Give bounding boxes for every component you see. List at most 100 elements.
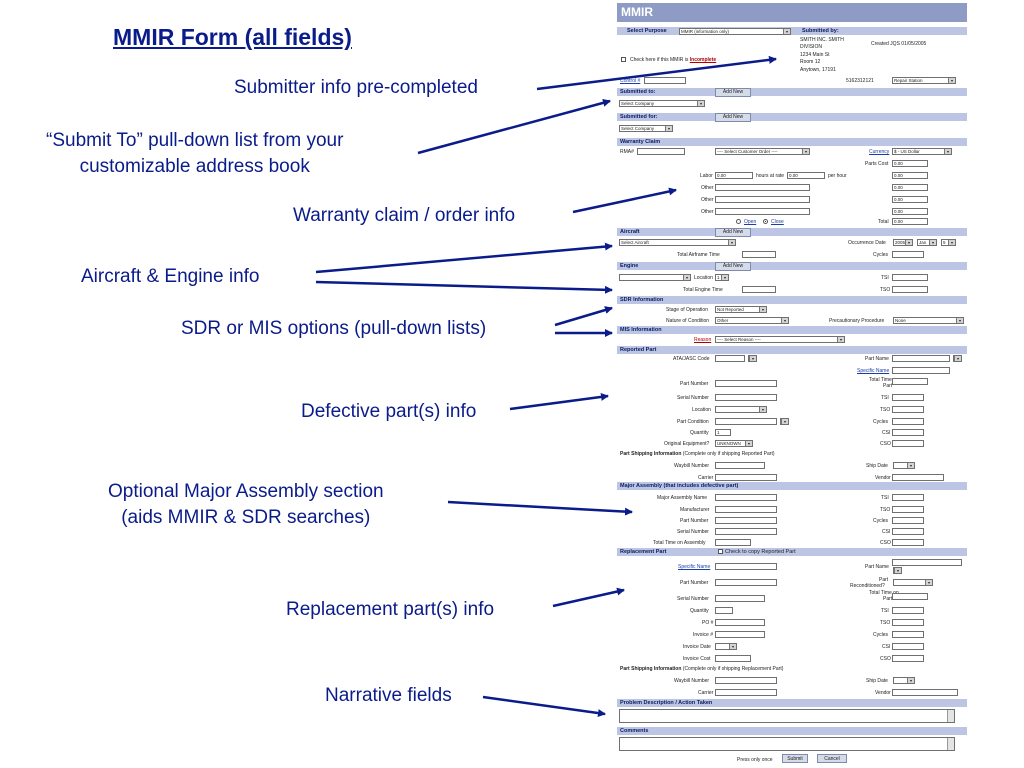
other-amount-2[interactable]: 0.00 bbox=[892, 196, 928, 203]
total-input[interactable]: 0.00 bbox=[892, 218, 928, 225]
ma-serial-number-input[interactable] bbox=[715, 528, 777, 535]
location-dropdown[interactable] bbox=[715, 406, 767, 413]
copy-reported-checkbox[interactable] bbox=[718, 549, 723, 554]
submitted-to-dropdown[interactable]: Select Company bbox=[619, 100, 705, 107]
incomplete-checkbox[interactable] bbox=[621, 57, 626, 62]
rp-total-time-on-part-input[interactable] bbox=[892, 593, 928, 600]
po-input[interactable] bbox=[715, 619, 765, 626]
other-amount-1[interactable]: 0.00 bbox=[892, 184, 928, 191]
reason-dropdown[interactable]: ---- Select Reason ---- bbox=[715, 336, 845, 343]
parts-cost-input[interactable]: 0.00 bbox=[892, 160, 928, 167]
control-number-input[interactable] bbox=[644, 77, 686, 84]
occurrence-year-dropdown[interactable]: 2005 bbox=[893, 239, 913, 246]
rp-cso-input[interactable] bbox=[892, 655, 924, 662]
ata-code-dropdown[interactable] bbox=[748, 355, 757, 362]
occurrence-day-dropdown[interactable]: 5 bbox=[941, 239, 956, 246]
rp-specific-name-input[interactable] bbox=[715, 563, 777, 570]
invoice-cost-input[interactable] bbox=[715, 655, 751, 662]
rp-part-name-input[interactable] bbox=[892, 559, 962, 566]
part-number-input[interactable] bbox=[715, 380, 777, 387]
total-airframe-time-input[interactable] bbox=[742, 251, 776, 258]
ma-cso-input[interactable] bbox=[892, 539, 924, 546]
serial-number-input[interactable] bbox=[715, 394, 777, 401]
rp-vendor-input[interactable] bbox=[892, 689, 958, 696]
rp-carrier-input[interactable] bbox=[715, 689, 777, 696]
cancel-button[interactable]: Cancel bbox=[817, 754, 847, 763]
ata-code-input[interactable] bbox=[715, 355, 745, 362]
aircraft-cycles-input[interactable] bbox=[892, 251, 924, 258]
manufacturer-input[interactable] bbox=[715, 506, 777, 513]
ma-csi-input[interactable] bbox=[892, 528, 924, 535]
rp-serial-number-input[interactable] bbox=[715, 595, 765, 602]
reported-carrier-input[interactable] bbox=[715, 474, 777, 481]
rp-waybill-input[interactable] bbox=[715, 677, 777, 684]
ma-part-number-input[interactable] bbox=[715, 517, 777, 524]
reported-vendor-input[interactable] bbox=[892, 474, 944, 481]
quantity-input[interactable]: 1 bbox=[715, 429, 731, 436]
aircraft-dropdown[interactable]: Select Aircraft bbox=[619, 239, 736, 246]
reported-cso-input[interactable] bbox=[892, 440, 924, 447]
comments-textarea[interactable] bbox=[619, 737, 955, 751]
rp-part-number-input[interactable] bbox=[715, 579, 777, 586]
reported-waybill-input[interactable] bbox=[715, 462, 765, 469]
engine-add-new-button[interactable]: Add New bbox=[715, 262, 751, 271]
ma-tso-input[interactable] bbox=[892, 506, 924, 513]
ma-cycles-input[interactable] bbox=[892, 517, 924, 524]
invoice-input[interactable] bbox=[715, 631, 765, 638]
reported-tso-input[interactable] bbox=[892, 406, 924, 413]
major-assembly-name-input[interactable] bbox=[715, 494, 777, 501]
reported-ship-date-dropdown[interactable] bbox=[893, 462, 915, 469]
submitted-for-dropdown[interactable]: Select Company bbox=[619, 125, 673, 132]
occurrence-month-dropdown[interactable]: Jan bbox=[917, 239, 937, 246]
rp-quantity-input[interactable] bbox=[715, 607, 733, 614]
labor-total-input[interactable]: 0.00 bbox=[892, 172, 928, 179]
labor-hours-input[interactable]: 0.00 bbox=[715, 172, 753, 179]
engine-tso-input[interactable] bbox=[892, 286, 928, 293]
other-input-3[interactable] bbox=[715, 208, 810, 215]
rp-cycles-input[interactable] bbox=[892, 631, 924, 638]
ma-tsi-input[interactable] bbox=[892, 494, 924, 501]
stage-of-operation-dropdown[interactable]: Not Reported bbox=[715, 306, 767, 313]
specific-name-input[interactable] bbox=[892, 367, 950, 374]
part-condition-dropdown[interactable] bbox=[780, 418, 789, 425]
submitted-to-add-new-button[interactable]: Add New bbox=[715, 88, 751, 97]
total-time-on-part-input[interactable] bbox=[892, 378, 928, 385]
submitted-for-add-new-button[interactable]: Add New bbox=[715, 113, 751, 122]
invoice-date-dropdown[interactable] bbox=[715, 643, 737, 650]
total-engine-time-input[interactable] bbox=[742, 286, 776, 293]
reported-cycles-input[interactable] bbox=[892, 418, 924, 425]
close-radio[interactable] bbox=[763, 219, 768, 224]
rp-part-name-dropdown[interactable] bbox=[893, 567, 902, 574]
aircraft-add-new-button[interactable]: Add New bbox=[715, 228, 751, 237]
other-input-2[interactable] bbox=[715, 196, 810, 203]
engine-location-dropdown[interactable]: 1 bbox=[715, 274, 729, 281]
rp-tso-input[interactable] bbox=[892, 619, 924, 626]
total-time-on-assembly-input[interactable] bbox=[715, 539, 751, 546]
rp-tsi-input[interactable] bbox=[892, 607, 924, 614]
problem-description-textarea[interactable] bbox=[619, 709, 955, 723]
other-amount-3[interactable]: 0.00 bbox=[892, 208, 928, 215]
precautionary-procedure-dropdown[interactable]: None bbox=[893, 317, 964, 324]
rp-csi-input[interactable] bbox=[892, 643, 924, 650]
incomplete-link[interactable]: Incomplete bbox=[689, 57, 717, 63]
open-radio[interactable] bbox=[736, 219, 741, 224]
select-purpose-dropdown[interactable]: MMIR (information only) bbox=[679, 28, 791, 35]
rp-ship-date-dropdown[interactable] bbox=[893, 677, 915, 684]
labor-rate-input[interactable]: 0.00 bbox=[787, 172, 825, 179]
part-name-input[interactable] bbox=[892, 355, 950, 362]
reported-tsi-input[interactable] bbox=[892, 394, 924, 401]
original-equipment-dropdown[interactable]: UNKNOWN bbox=[715, 440, 753, 447]
engine-tsi-input[interactable] bbox=[892, 274, 928, 281]
nature-of-condition-dropdown[interactable]: Other bbox=[715, 317, 789, 324]
customer-order-dropdown[interactable]: ---- Select Customer Order ---- bbox=[715, 148, 810, 155]
other-input-1[interactable] bbox=[715, 184, 810, 191]
submit-button[interactable]: Submit bbox=[782, 754, 808, 763]
part-name-dropdown[interactable] bbox=[953, 355, 962, 362]
repair-station-dropdown[interactable]: Repair Station bbox=[892, 77, 956, 84]
reconditioned-dropdown[interactable] bbox=[893, 579, 933, 586]
currency-dropdown[interactable]: $ - US Dollar bbox=[892, 148, 952, 155]
reported-csi-input[interactable] bbox=[892, 429, 924, 436]
part-condition-input[interactable] bbox=[715, 418, 777, 425]
rma-input[interactable] bbox=[637, 148, 685, 155]
engine-dropdown[interactable] bbox=[619, 274, 691, 281]
